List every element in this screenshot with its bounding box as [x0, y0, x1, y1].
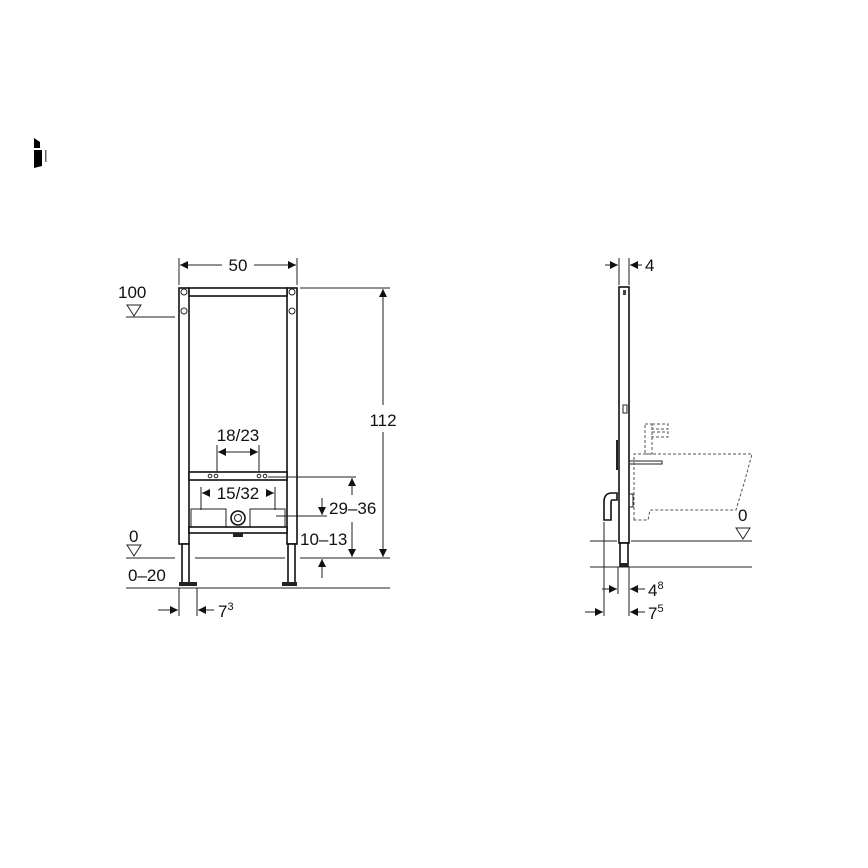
- offset2-dimension: 75: [648, 603, 664, 623]
- front-view-frame: [178, 287, 298, 586]
- level-marker-icon: [126, 544, 142, 557]
- level-marker-icon: [126, 304, 142, 317]
- level-marker-icon: [735, 527, 751, 540]
- offset1-dimension: 48: [648, 580, 664, 600]
- side-view-frame: [603, 286, 663, 567]
- side-level-floor-label: 0: [738, 506, 747, 525]
- connection-spacing-dimension: 15/32: [217, 484, 260, 503]
- depth-dimension: 4: [645, 256, 654, 275]
- floor-range-label: 0–20: [128, 566, 166, 585]
- level-top-label: 100: [118, 283, 146, 302]
- foot-offset-dimension: 73: [218, 601, 234, 621]
- bar-height-dimension: 10–13: [300, 530, 347, 549]
- connection-height-dimension: 29–36: [329, 499, 376, 518]
- height-dimension: 112: [369, 411, 396, 430]
- level-floor-label: 0: [129, 527, 138, 546]
- width-dimension: 50: [229, 256, 248, 275]
- bidet-outline: [633, 423, 753, 521]
- brand-logo: [34, 138, 47, 168]
- hole-spacing-dimension: 18/23: [217, 426, 260, 445]
